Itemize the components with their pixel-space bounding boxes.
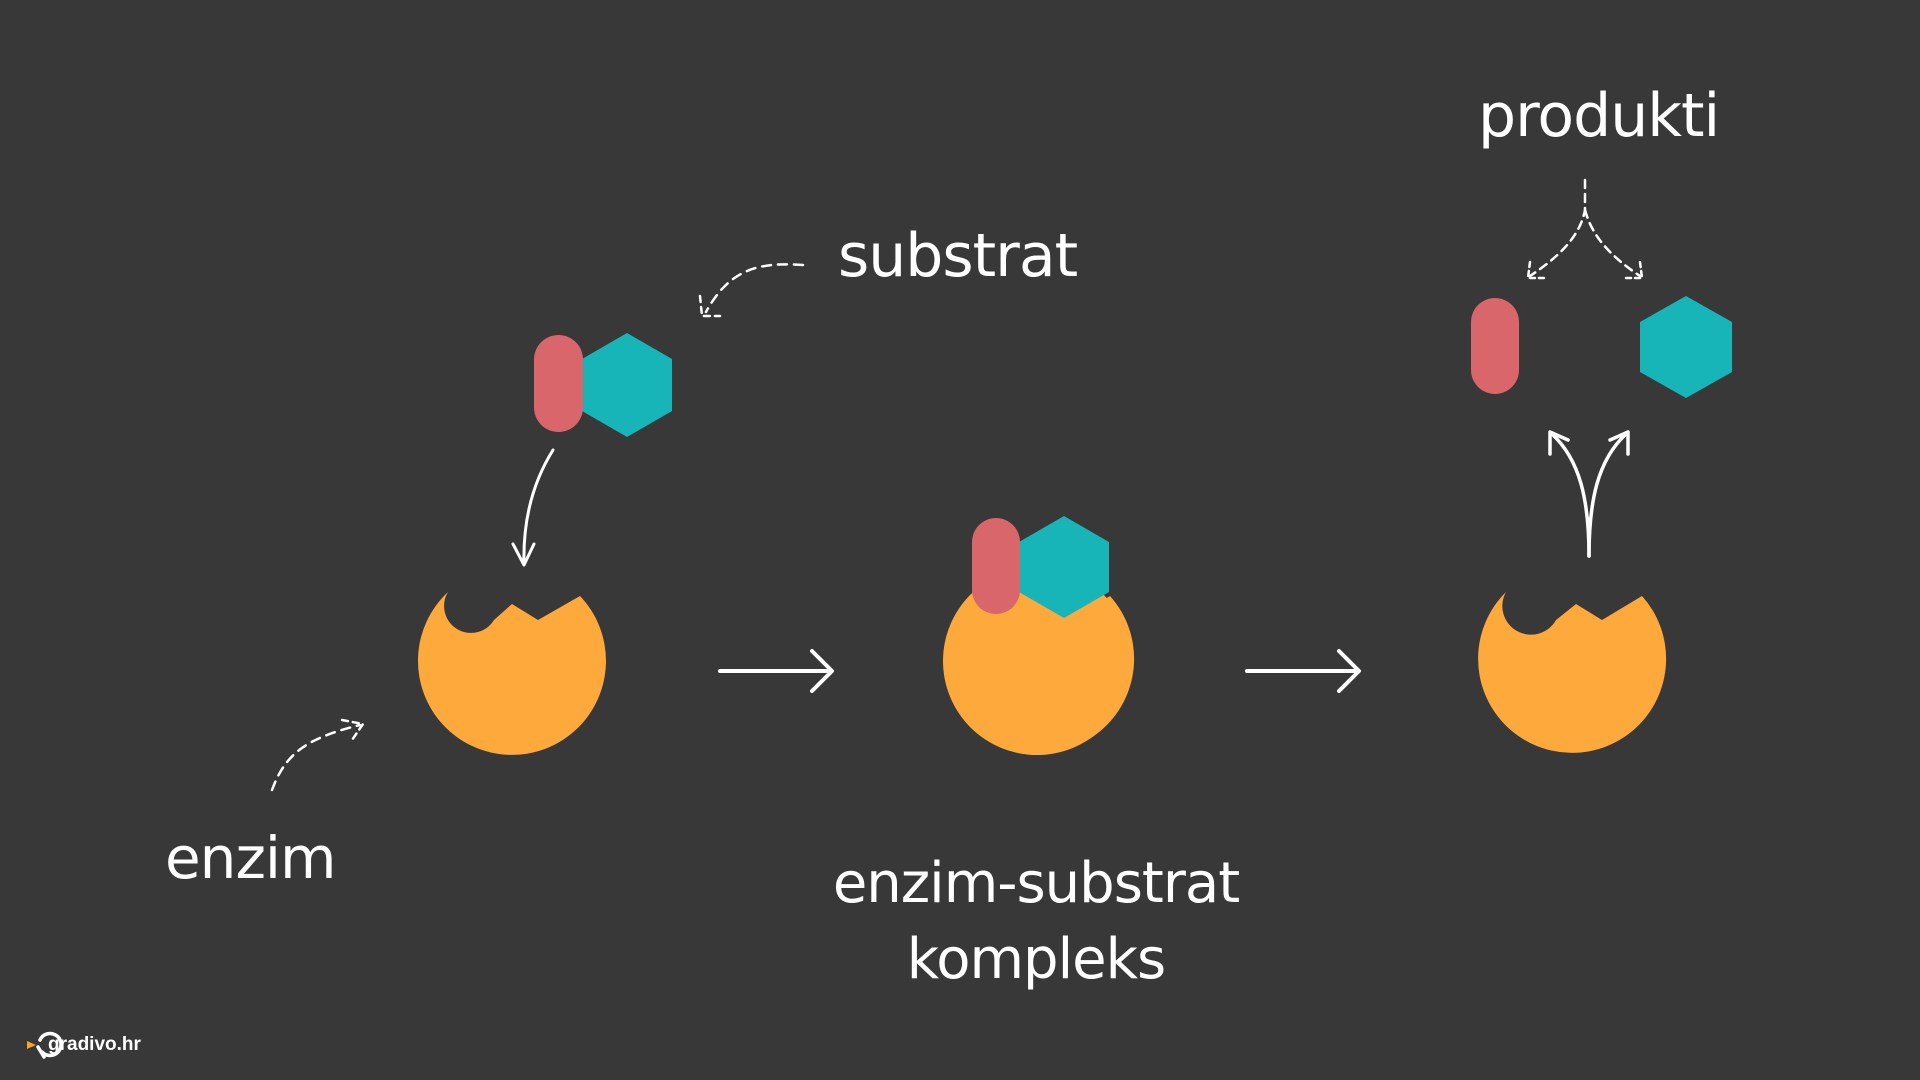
dashed-curved-arrow-icon: [698, 263, 805, 318]
dashed-curved-arrow-icon: [270, 718, 366, 792]
complex-label-line2: kompleks: [907, 927, 1165, 992]
complex-label-line1: enzim-substrat: [833, 851, 1239, 916]
product-capsule: [1471, 298, 1519, 394]
products-label: produkti: [1478, 81, 1719, 151]
brand-logo[interactable]: gradivo.hr: [27, 1031, 142, 1059]
substrate-free: [534, 333, 672, 437]
gradivo-logo-icon: [27, 1031, 63, 1059]
substrate-capsule: [534, 335, 583, 432]
curved-down-arrow-icon: [511, 448, 555, 567]
enzyme-body-fill: [943, 567, 1131, 755]
long-right-arrow-icon: [718, 649, 834, 693]
enzyme-label: enzim: [165, 824, 336, 892]
enzyme-right: [1478, 592, 1667, 753]
enzyme-body: [1478, 592, 1667, 753]
enzyme-left: [417, 592, 606, 755]
products: [1471, 296, 1732, 398]
product-hexagon: [1640, 296, 1732, 398]
dashed-split-arrow-icon: [1526, 178, 1644, 280]
substrate-label: substrat: [838, 221, 1078, 291]
split-up-arrow-icon: [1548, 430, 1630, 558]
enzyme-body: [417, 592, 606, 755]
brand-name: gradivo.hr: [48, 1034, 142, 1055]
substrate-hexagon: [1019, 516, 1109, 618]
enzyme-substrate-complex: [943, 516, 1135, 755]
substrate-capsule: [972, 518, 1020, 614]
substrate-hexagon: [582, 333, 672, 437]
long-right-arrow-icon: [1245, 649, 1361, 693]
